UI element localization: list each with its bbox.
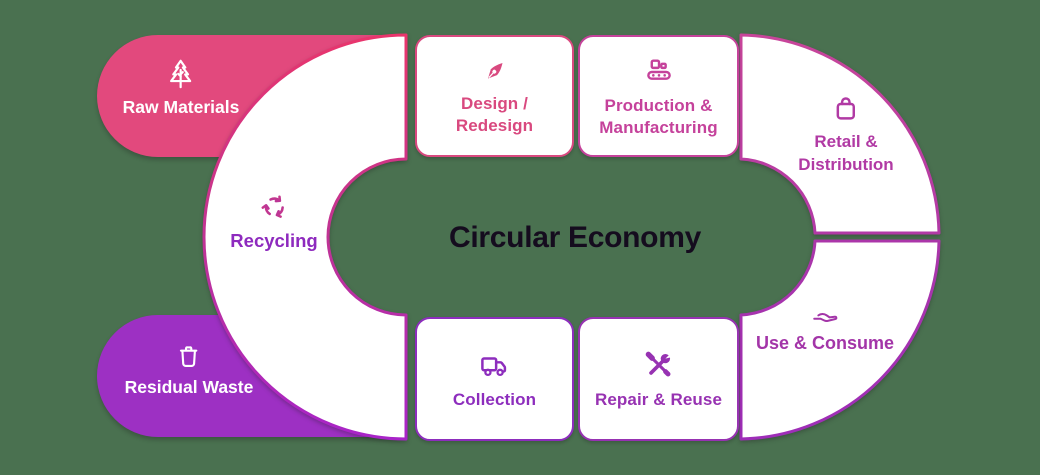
diagram-title: Circular Economy — [449, 221, 701, 254]
retail-distribution-label-line2: Distribution — [798, 155, 894, 175]
truck-icon — [478, 348, 512, 382]
raw-materials-content: Raw Materials — [122, 57, 240, 119]
recycling-content: Recycling — [230, 191, 318, 252]
hand-holding-icon — [810, 298, 840, 328]
tools-icon — [642, 348, 676, 382]
tree-icon — [164, 57, 198, 91]
repair-reuse-label: Repair & Reuse — [594, 389, 723, 409]
residual-waste-label: Residual Waste — [124, 377, 254, 397]
trash-icon — [174, 341, 204, 371]
collection-card: Collection — [415, 317, 574, 441]
design-redesign-label-line2: Redesign — [455, 115, 534, 135]
recycling-loop-segment — [202, 33, 408, 441]
recycle-icon — [258, 191, 290, 223]
production-manufacturing-card: Production & Manufacturing — [578, 35, 739, 157]
residual-waste-content: Residual Waste — [124, 341, 254, 399]
retail-distribution-label-line1: Retail & — [814, 132, 878, 151]
retail-distribution-segment — [739, 33, 941, 235]
repair-reuse-card: Repair & Reuse — [578, 317, 739, 441]
use-consume-content: Use & Consume — [756, 298, 894, 355]
collection-label: Collection — [452, 389, 537, 409]
conveyor-belt-icon — [642, 54, 676, 88]
recycling-label: Recycling — [230, 230, 318, 251]
use-consume-segment — [739, 239, 941, 441]
retail-distribution-content: Retail & Distribution — [798, 92, 894, 176]
design-redesign-label-line1: Design / — [461, 94, 528, 114]
production-manufacturing-label-line1: Production & — [604, 96, 713, 116]
use-consume-label: Use & Consume — [755, 333, 895, 353]
design-redesign-card: Design / Redesign — [415, 35, 574, 157]
production-manufacturing-label-line2: Manufacturing — [599, 117, 718, 137]
pen-nib-icon — [480, 56, 510, 86]
raw-materials-label: Raw Materials — [122, 97, 240, 117]
shopping-bag-icon — [829, 92, 862, 125]
